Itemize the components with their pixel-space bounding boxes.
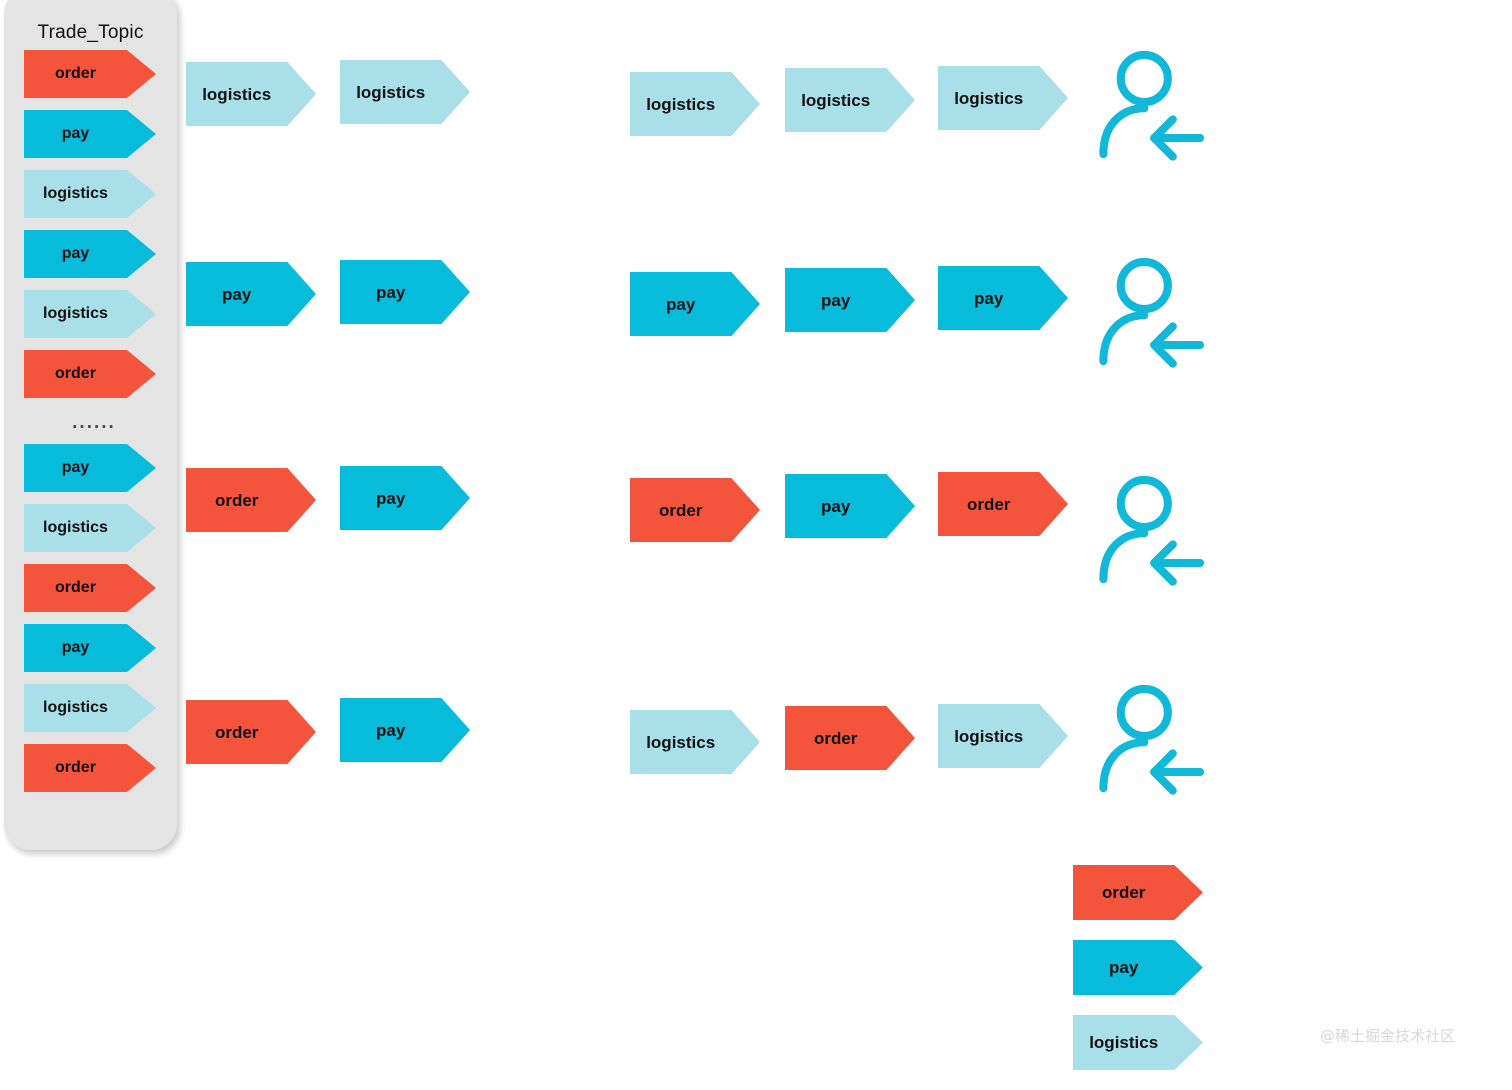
message-arrow-pay: pay	[785, 268, 915, 332]
message-arrow-logistics: logistics	[1073, 1015, 1203, 1070]
message-arrow-order: order	[938, 472, 1068, 536]
person-arrow-left-icon	[1086, 252, 1210, 376]
message-arrow-label: pay	[376, 282, 406, 302]
person-arrow-left-icon	[1086, 45, 1210, 169]
message-arrow-label: logistics	[43, 699, 108, 716]
message-arrow-logistics: logistics	[630, 710, 760, 774]
message-arrow-pay: pay	[186, 262, 316, 326]
message-arrow-pay: pay	[340, 260, 470, 324]
message-arrow-label: order	[813, 728, 858, 748]
message-arrow-order: order	[24, 350, 156, 398]
message-arrow-order: order	[24, 50, 156, 98]
message-arrow-label: order	[1101, 883, 1146, 902]
message-arrow-pay: pay	[340, 698, 470, 762]
message-arrow-order: order	[186, 700, 316, 764]
consumer-row-4: order pay logistics order logistics	[0, 0, 1512, 803]
message-arrow-pay: pay	[938, 266, 1068, 330]
message-arrow-label: pay	[61, 459, 90, 476]
message-arrow-label: order	[55, 759, 96, 776]
message-arrow-label: order	[55, 579, 96, 596]
topic-ellipsis: ......	[72, 412, 116, 433]
message-arrow-logistics: logistics	[340, 60, 470, 124]
topic-message-list: order pay logistics pay logistics order......…	[24, 50, 164, 804]
message-arrow-label: logistics	[1089, 1033, 1159, 1052]
message-arrow-label: pay	[974, 288, 1004, 308]
message-arrow-label: pay	[1109, 958, 1139, 977]
message-arrow-order: order	[24, 744, 156, 792]
message-arrow-label: logistics	[202, 84, 272, 104]
message-arrow-pay: pay	[24, 230, 156, 278]
message-arrow-pay: pay	[340, 466, 470, 530]
watermark: @稀土掘金技术社区	[1320, 1027, 1456, 1045]
message-arrow-logistics: logistics	[186, 62, 316, 126]
person-arrow-left-icon	[1086, 679, 1210, 803]
person-arrow-left-icon	[1086, 470, 1210, 594]
message-arrow-pay: pay	[24, 110, 156, 158]
message-arrow-label: logistics	[801, 90, 871, 110]
message-type-legend: order pay logistics	[1073, 865, 1203, 1090]
message-arrow-label: pay	[61, 245, 90, 262]
message-arrow-label: order	[55, 65, 96, 82]
message-arrow-logistics: logistics	[24, 290, 156, 338]
message-arrow-label: pay	[821, 496, 851, 516]
message-arrow-label: logistics	[43, 305, 108, 322]
message-arrow-order: order	[186, 468, 316, 532]
message-arrow-logistics: logistics	[24, 504, 156, 552]
message-arrow-label: pay	[376, 488, 406, 508]
message-arrow-pay: pay	[24, 444, 156, 492]
page-title: Trade_Topic	[37, 22, 144, 43]
message-arrow-logistics: logistics	[938, 66, 1068, 130]
message-arrow-pay: pay	[785, 474, 915, 538]
message-arrow-label: pay	[821, 290, 851, 310]
message-arrow-label: order	[214, 722, 259, 742]
message-arrow-label: logistics	[954, 726, 1024, 746]
message-arrow-order: order	[24, 564, 156, 612]
message-arrow-label: logistics	[646, 94, 716, 114]
message-arrow-label: logistics	[646, 732, 716, 752]
message-arrow-logistics: logistics	[938, 704, 1068, 768]
message-arrow-label: order	[966, 494, 1011, 514]
message-arrow-label: pay	[61, 639, 90, 656]
message-arrow-pay: pay	[1073, 940, 1203, 995]
message-arrow-label: order	[55, 365, 96, 382]
message-arrow-logistics: logistics	[24, 170, 156, 218]
message-arrow-label: pay	[376, 720, 406, 740]
message-arrow-label: order	[658, 500, 703, 520]
trade-topic-panel: Trade_Topic order pay logistics pay logistic…	[4, 0, 177, 850]
message-arrow-label: logistics	[356, 82, 426, 102]
message-arrow-label: order	[214, 490, 259, 510]
message-arrow-logistics: logistics	[785, 68, 915, 132]
message-arrow-label: logistics	[43, 185, 108, 202]
message-arrow-order: order	[785, 706, 915, 770]
message-arrow-label: pay	[666, 294, 696, 314]
message-arrow-label: logistics	[954, 88, 1024, 108]
message-arrow-logistics: logistics	[24, 684, 156, 732]
message-arrow-label: pay	[222, 284, 252, 304]
message-arrow-pay: pay	[24, 624, 156, 672]
message-arrow-order: order	[630, 478, 760, 542]
message-arrow-pay: pay	[630, 272, 760, 336]
message-arrow-label: pay	[61, 125, 90, 142]
message-arrow-logistics: logistics	[630, 72, 760, 136]
message-arrow-order: order	[1073, 865, 1203, 920]
message-arrow-label: logistics	[43, 519, 108, 536]
